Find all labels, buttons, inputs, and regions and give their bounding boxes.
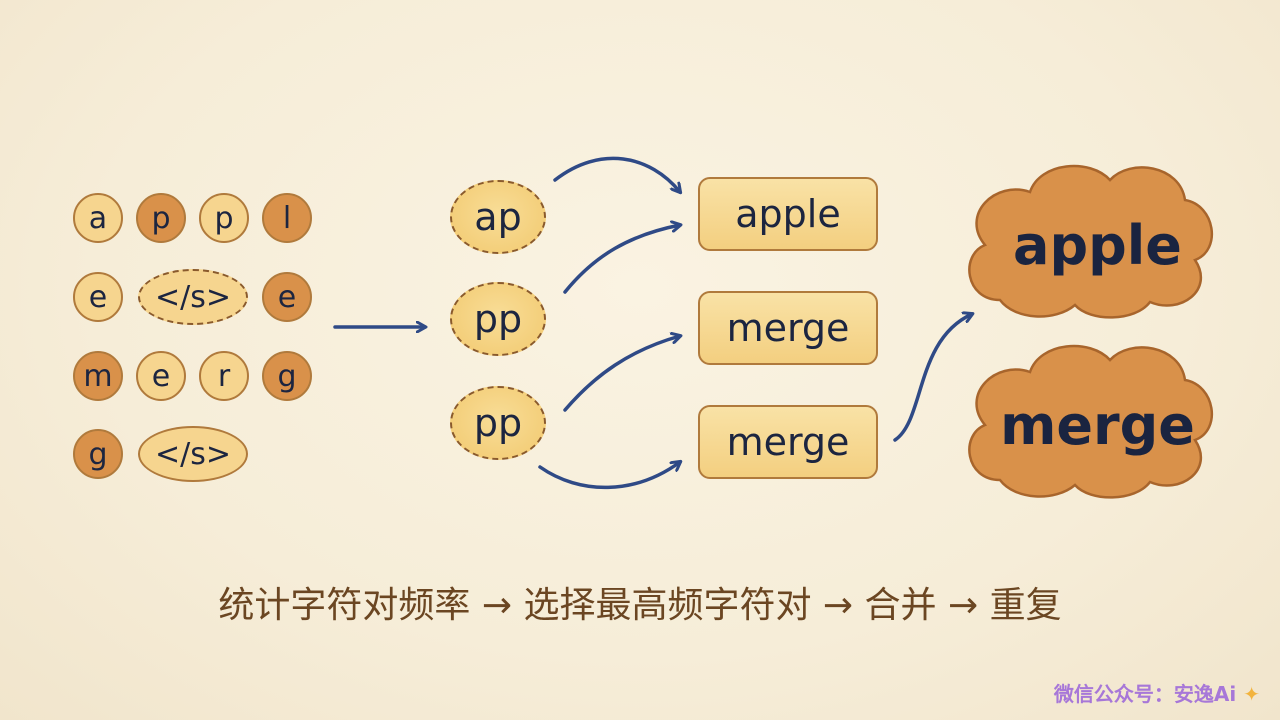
star-icon: ✦: [1236, 682, 1260, 706]
arrow-ap-to-apple: [553, 156, 680, 192]
watermark: 微信公众号：安逸Ai ✦: [1053, 682, 1260, 706]
arrow-pp-to-apple: [563, 225, 680, 294]
final-token-merge: merge: [1000, 393, 1195, 457]
end-of-word-token: </s>: [138, 426, 248, 482]
arrow-pp-to-merge: [563, 336, 680, 412]
process-caption: 统计字符对频率 → 选择最高频字符对 → 合并 → 重复: [218, 585, 1062, 626]
pair-token: pp: [450, 386, 546, 460]
arrow-pp-to-merge-2: [538, 462, 680, 490]
end-of-word-token: </s>: [138, 269, 248, 325]
letter-token: a: [73, 193, 123, 243]
letter-token: g: [262, 351, 312, 401]
pair-token: pp: [450, 282, 546, 356]
letter-token: e: [136, 351, 186, 401]
letter-token: g: [73, 429, 123, 479]
cloud-apple: [968, 164, 1214, 319]
letter-token: m: [73, 351, 123, 401]
merged-token-box: apple: [698, 177, 878, 251]
cloud-merge: [968, 344, 1214, 499]
merged-token-box: merge: [698, 291, 878, 365]
final-token-apple: apple: [1013, 213, 1182, 277]
letter-token: r: [199, 351, 249, 401]
letter-token: l: [262, 193, 312, 243]
letter-token: p: [199, 193, 249, 243]
letter-token: p: [136, 193, 186, 243]
letter-token: e: [73, 272, 123, 322]
letter-token: e: [262, 272, 312, 322]
merged-token-box: merge: [698, 405, 878, 479]
pair-token: ap: [450, 180, 546, 254]
arrow-merge-to-final: [893, 314, 972, 442]
